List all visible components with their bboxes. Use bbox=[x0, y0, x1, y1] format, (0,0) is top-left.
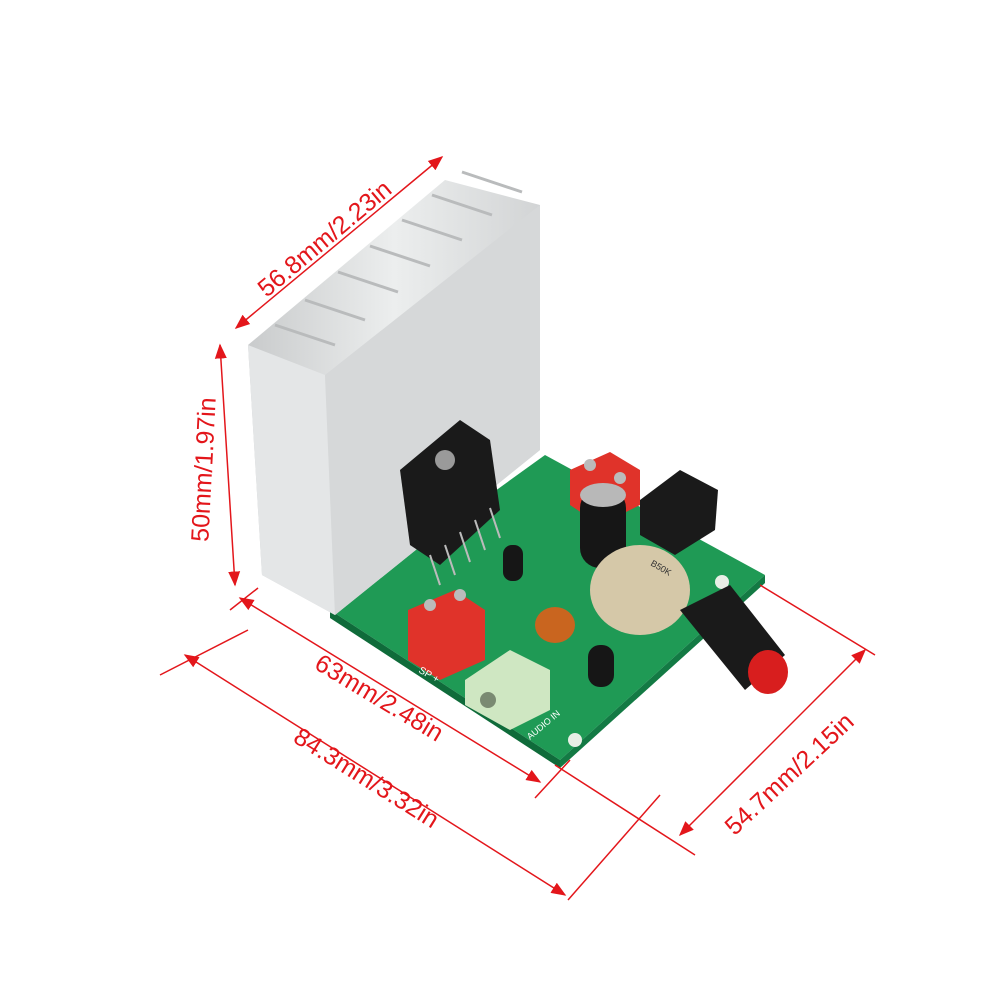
amplifier-ic bbox=[400, 420, 501, 586]
dim-line-height bbox=[214, 343, 241, 587]
dim-line-total-length bbox=[183, 654, 567, 896]
label-height: 50mm/1.97in bbox=[186, 397, 222, 543]
dc-jack bbox=[640, 470, 718, 555]
dim-line-heatsink-width bbox=[234, 156, 444, 329]
ceramic-capacitor bbox=[535, 607, 575, 643]
capacitor bbox=[503, 545, 523, 581]
capacitor bbox=[588, 645, 614, 687]
dim-line-board-width bbox=[678, 648, 867, 837]
capacitor bbox=[580, 488, 626, 568]
